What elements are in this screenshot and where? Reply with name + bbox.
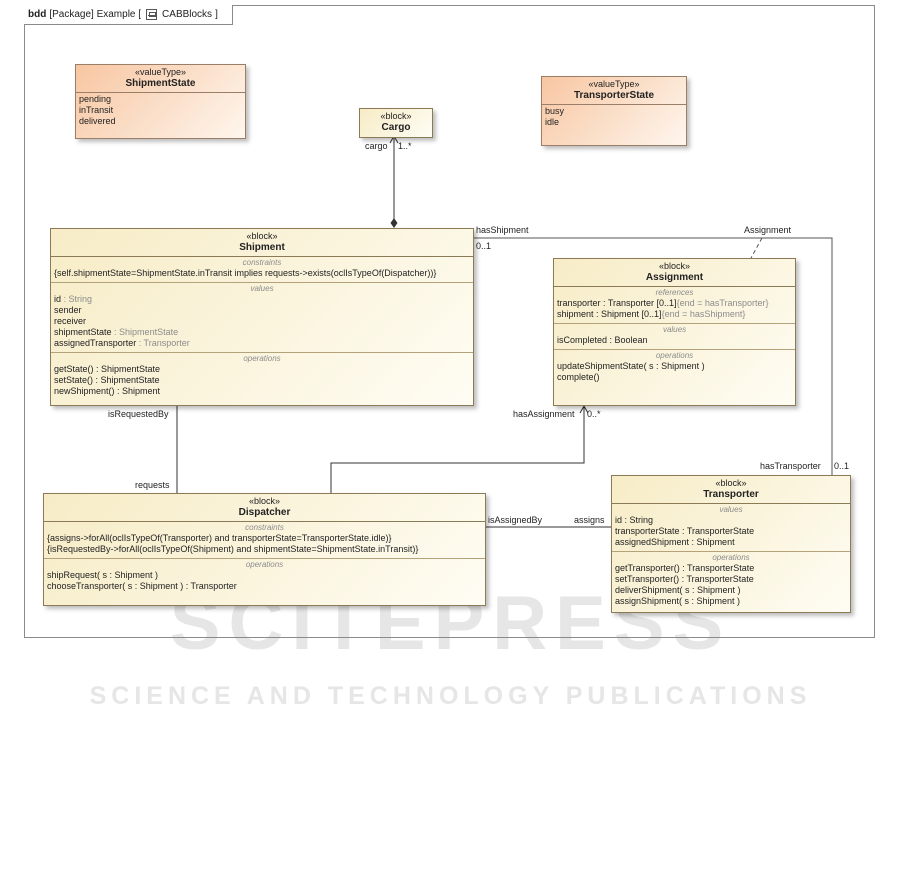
constraint: {self.shipmentState=ShipmentState.inTran… [54,268,437,278]
operation: newShipment() : Shipment [54,386,161,396]
enum-literal: pending [79,94,112,104]
operation: setState() : ShipmentState [54,375,160,385]
stereotype-label: «block» [380,111,412,121]
assignment-arrow-head [579,404,589,414]
operations-compartment: operations shipRequest( s : Shipment ) c… [44,559,485,595]
operations-compartment: operations updateShipmentState( s : Ship… [554,350,795,386]
cargo-block: «block» Cargo [359,108,433,138]
reference-property: shipment : Shipment [0..1]{end = hasShip… [557,309,746,319]
block-name: Transporter [703,489,759,500]
block-name: TransporterState [573,90,655,101]
multiplicity-has-shipment: 0..1 [476,241,492,251]
diagram-kind: bdd [28,9,47,20]
edge-shipment-transporter [474,237,833,475]
role-has-transporter: hasTransporter [760,461,821,471]
enum-literal: inTransit [79,105,114,115]
multiplicity-has-assignment: 0..* [587,409,601,419]
compartment-title: constraints [245,523,284,532]
values-compartment: values id : String transporterState : Tr… [612,504,850,552]
transporterstate-valuetype: «valueType» TransporterState busy idle [541,76,687,146]
frame-diagram-name: CABBlocks [162,9,213,20]
enum-literal: busy [545,106,565,116]
shipmentstate-valuetype: «valueType» ShipmentState pending inTran… [75,64,246,139]
compartment-title: operations [712,553,750,562]
compartment-title: operations [245,560,284,569]
compartment-title: values [719,505,743,514]
constraint: {assigns->forAll(oclIsTypeOf(Transporter… [47,533,392,543]
role-has-shipment: hasShipment [476,225,529,235]
values-compartment: values id : String sender receiver shipm… [51,283,473,353]
enum-literal: idle [545,117,560,127]
stereotype-label: «block» [658,261,691,271]
operation: setTransporter() : TransporterState [615,574,754,584]
assoc-class-link [750,237,763,259]
compartment-title: constraints [242,258,282,267]
multiplicity-has-transporter: 0..1 [834,461,850,471]
value-property: receiver [54,316,87,326]
operation: updateShipmentState( s : Shipment ) [557,361,705,371]
transporter-block: «block» Transporter values id : String t… [611,475,851,613]
value-property: assignedShipment : Shipment [615,537,735,547]
operations-compartment: operations getTransporter() : Transporte… [612,552,850,610]
operation: deliverShipment( s : Shipment ) [615,585,741,595]
block-name: Shipment [239,242,285,253]
role-requests: requests [135,480,170,490]
frame-close-bracket: ] [215,9,218,20]
stereotype-label: «valueType» [134,67,187,77]
edge-dispatcher-assignment [330,406,585,493]
block-name: Dispatcher [238,507,291,518]
role-assigns: assigns [574,515,605,525]
operations-compartment: operations getState() : ShipmentState se… [51,353,473,400]
assignment-block: «block» Assignment references transporte… [553,258,796,406]
value-property: sender [54,305,82,315]
references-compartment: references transporter : Transporter [0.… [554,287,795,324]
compartment-title: operations [243,354,281,363]
shipment-block: «block» Shipment constraints {self.shipm… [50,228,474,406]
operation: getState() : ShipmentState [54,364,161,374]
compartment-title: values [250,284,274,293]
dispatcher-block: «block» Dispatcher constraints {assigns-… [43,493,486,606]
role-cargo: cargo [365,141,388,151]
operation: assignShipment( s : Shipment ) [615,596,741,606]
frame-package-label: [Package] Example [ [49,9,142,20]
operation: getTransporter() : TransporterState [615,563,755,573]
block-name: ShipmentState [125,78,196,89]
stereotype-label: «valueType» [588,79,640,89]
block-name: Cargo [381,122,411,133]
value-property: id : String [615,515,654,525]
compartment-title: operations [655,351,694,360]
role-is-requested-by: isRequestedBy [108,409,169,419]
association-class-name: Assignment [744,225,792,235]
multiplicity-cargo: 1..* [398,141,412,151]
diagram-frame [24,5,875,638]
stereotype-label: «block» [248,496,281,506]
block-name: Assignment [645,272,704,283]
operation: complete() [557,372,600,382]
compartment-title: values [662,325,687,334]
operation: shipRequest( s : Shipment ) [47,570,159,580]
value-property: id : String [54,294,93,304]
enum-literal: delivered [79,116,116,126]
role-is-assigned-by: isAssignedBy [488,515,543,525]
diagram-icon [146,9,158,20]
composition-diamond [390,218,398,228]
reference-property: transporter : Transporter [0..1]{end = h… [557,298,769,308]
stereotype-label: «block» [246,231,278,241]
operation: chooseTransporter( s : Shipment ) : Tran… [47,581,237,591]
role-has-assignment: hasAssignment [513,409,575,419]
constraints-compartment: constraints {assigns->forAll(oclIsTypeOf… [44,522,485,559]
value-property: assignedTransporter : Transporter [54,338,190,348]
value-property: isCompleted : Boolean [557,335,648,345]
stereotype-label: «block» [715,478,747,488]
value-property: shipmentState : ShipmentState [54,327,179,337]
compartment-title: references [655,288,694,297]
diagram-frame-header: bdd [Package] Example [ CABBlocks ] [24,5,233,25]
values-compartment: values isCompleted : Boolean [554,324,795,350]
constraint: {isRequestedBy->forAll(oclIsTypeOf(Shipm… [47,544,419,554]
constraints-compartment: constraints {self.shipmentState=Shipment… [51,257,473,283]
value-property: transporterState : TransporterState [615,526,755,536]
